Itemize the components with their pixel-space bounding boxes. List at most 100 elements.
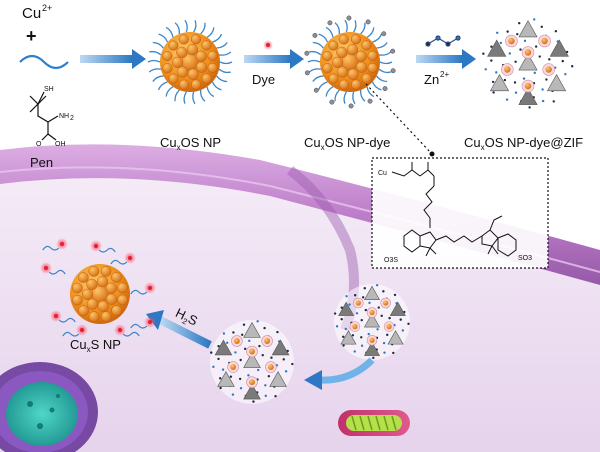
np-surface-bead [207, 50, 218, 61]
imidazole-linker [541, 99, 545, 103]
pen-ligand [219, 61, 233, 65]
imidazole-linker [261, 353, 264, 357]
imidazole-linker [353, 294, 357, 297]
zif-tetrahedron [340, 330, 357, 345]
imidazole-linker [548, 58, 551, 61]
np-surface-bead [111, 272, 122, 283]
imidazole-linker [368, 301, 371, 305]
pen-ligand [192, 91, 196, 105]
np-surface-bead [168, 73, 179, 84]
pen-ligand [193, 20, 197, 33]
imidazole-linker [407, 322, 410, 326]
zif-tetrahedron [549, 39, 569, 57]
released-ligand [42, 245, 60, 251]
arrow-endocytosis [304, 357, 375, 390]
released-ligand [98, 247, 116, 253]
np-surface-bead [201, 40, 212, 51]
pen-ligand [149, 50, 162, 56]
released-ligand [58, 317, 76, 323]
pen-hydroxyl: OH [55, 141, 66, 148]
conjugated-dye [381, 31, 387, 37]
imidazole-linker [534, 45, 538, 48]
imidazole-linker [519, 48, 522, 51]
imidazole-linker [239, 358, 242, 362]
imidazole-linker [345, 295, 348, 298]
zif-tetrahedron [363, 285, 381, 300]
encapsulated-np-core [233, 338, 240, 344]
imidazole-linker [401, 329, 405, 332]
imidazole-linker-icon [425, 35, 461, 47]
np-surface-bead [328, 40, 339, 51]
dye-sulfonate-right: SO3 [518, 255, 532, 262]
imidazole-linker [212, 365, 215, 369]
conjugated-dye [390, 68, 396, 74]
zif-tetrahedron [518, 53, 538, 71]
imidazole-linker [232, 331, 235, 334]
zif-tetrahedron [546, 73, 567, 92]
imidazole-linker [380, 314, 383, 318]
copper-ion-charge: 2+ [42, 3, 52, 13]
released-dye [118, 328, 122, 332]
imidazole-linker [545, 78, 548, 81]
np-surface-bead [81, 288, 94, 301]
np-surface-bead [191, 79, 202, 90]
released-dye [94, 244, 98, 248]
conjugated-dye [329, 99, 335, 105]
cuxos-np-dye-zif-label: CuxOS NP-dye@ZIF [464, 135, 583, 152]
released-dye [148, 320, 152, 324]
np-surface-bead [351, 79, 362, 90]
pen-ligand [334, 22, 341, 34]
pen-ligand [184, 19, 188, 33]
imidazole-linker [518, 21, 521, 25]
imidazole-linker [353, 350, 356, 353]
imidazole-linker [554, 30, 558, 33]
np-surface-bead [361, 40, 372, 51]
np-surface-bead [187, 68, 199, 80]
imidazole-linker [241, 333, 244, 336]
np-surface-bead [96, 275, 109, 288]
np-surface-bead [78, 305, 89, 316]
conjugated-dye [312, 32, 318, 38]
pen-ligand [378, 68, 391, 74]
imidazole-linker [247, 374, 250, 377]
pen-ligand [308, 68, 321, 73]
imidazole-linker [382, 341, 386, 345]
cuxs-np-label: CuxS NP [70, 337, 121, 354]
imidazole-linker [242, 323, 246, 326]
encapsulated-np-core [508, 37, 515, 45]
dye-sulfonate-left: O3S [384, 257, 398, 264]
pen-ligand [352, 91, 356, 105]
pen-ligand [376, 75, 388, 83]
imidazole-linker [258, 344, 261, 348]
pen-ligand [147, 59, 161, 63]
imidazole-linker [523, 39, 527, 43]
imidazole-linker [219, 386, 222, 390]
encapsulated-np-core [524, 82, 532, 90]
np-surface-bead [367, 62, 378, 73]
zif-tetrahedron [269, 371, 287, 387]
imidazole-linker [392, 351, 395, 355]
released-dye [128, 256, 132, 260]
conjugated-dye [348, 103, 354, 109]
pen-ligand [366, 27, 375, 38]
pen-amine: NH [59, 113, 69, 120]
imidazole-linker [256, 320, 259, 323]
pen-ligand [312, 75, 324, 82]
dye-label: Dye [252, 72, 275, 87]
imidazole-linker [382, 290, 385, 293]
zif-np-internalized [210, 320, 294, 404]
np-surface-bead [86, 278, 98, 291]
arrow-to-np [80, 49, 146, 69]
encapsulated-np-core [249, 379, 255, 386]
np-surface-bead [195, 50, 207, 62]
released-dye [80, 328, 84, 332]
encapsulated-np-core [383, 300, 389, 306]
np-surface-bead [207, 62, 218, 73]
imidazole-linker [377, 306, 380, 309]
imidazole-linker [291, 362, 294, 366]
imidazole-linker [335, 325, 339, 328]
zif-tetrahedron [487, 39, 507, 57]
np-surface-bead [322, 63, 333, 74]
